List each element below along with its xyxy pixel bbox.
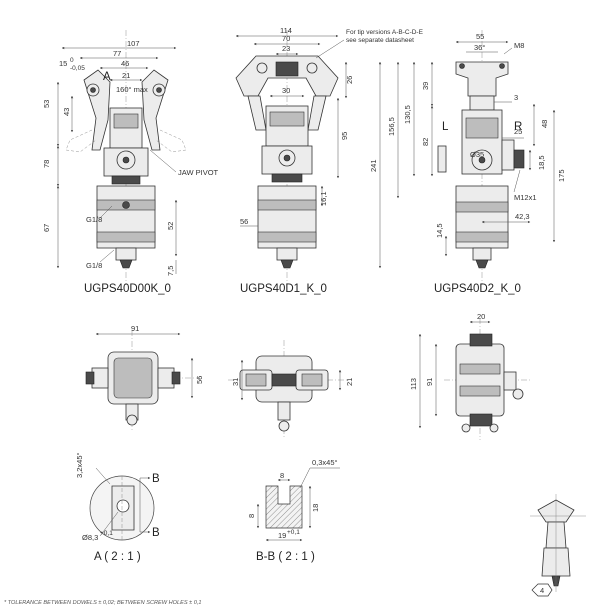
port-g18-top: G1/8 xyxy=(86,215,102,224)
dim-91-top: 91 xyxy=(131,324,139,333)
section-bb: 19 +0,1 8 8 18 0,3x45° B-B ( 2 : 1 ) xyxy=(247,458,340,563)
dim-14-5: 14,5 xyxy=(435,223,444,238)
dim-107: 107 xyxy=(127,39,140,48)
dim-156-5: 156,5 xyxy=(387,117,396,136)
top-view-2: 31 21 xyxy=(228,340,354,438)
dim-20-top: 20 xyxy=(477,312,485,321)
tolerance-footnote: * TOLERANCE BETWEEN DOWELS ± 0,02; BETWE… xyxy=(4,600,202,606)
dim-130-5: 130,5 xyxy=(403,105,412,124)
view-title-ugps40d00k: UGPS40D00K_0 xyxy=(84,283,171,295)
chamfer-3-2x45: 3,2x45° xyxy=(75,452,84,478)
section-marker-b-bottom: B xyxy=(152,527,160,539)
dim-43: 43 xyxy=(62,108,71,116)
dim-dia-35: Ø35 xyxy=(470,150,484,159)
dim-52: 52 xyxy=(166,222,175,230)
detail-a: B B 3,2x45° Ø8,3 +0,1 A ( 2 : 1 ) xyxy=(75,452,160,563)
dim-42-3: 42,3 xyxy=(515,212,530,221)
dim-15-tol: 15 xyxy=(59,59,67,68)
dim-241: 241 xyxy=(369,159,378,172)
dim-8-bb-h: 8 xyxy=(247,514,256,518)
view-title-ugps40d1k: UGPS40D1_K_0 xyxy=(240,283,327,295)
dim-56-top: 56 xyxy=(195,376,204,384)
side-label-l: L xyxy=(442,121,449,133)
dim-175: 175 xyxy=(557,169,566,182)
tip-version-note-1: For tip versions A-B-C-D-E xyxy=(346,29,424,36)
dim-55: 55 xyxy=(476,32,484,41)
detail-a-title: A ( 2 : 1 ) xyxy=(94,551,141,563)
port-g18-bottom: G1/8 xyxy=(86,261,102,270)
dim-91-top3: 91 xyxy=(425,378,434,386)
view-title-ugps40d2k: UGPS40D2_K_0 xyxy=(434,283,521,295)
page-number: 4 xyxy=(540,586,544,595)
dim-21-top: 21 xyxy=(345,378,354,386)
dim-70: 70 xyxy=(282,34,290,43)
view-ugps40d2k: 55 36° M8 39 130,5 156,5 241 82 L R 3 48… xyxy=(369,30,566,295)
tip-version-note-2: see separate datasheet xyxy=(346,37,414,44)
dim-77: 77 xyxy=(113,49,121,58)
dim-78: 78 xyxy=(42,160,51,168)
dim-25: 25 xyxy=(514,127,522,136)
dim-7-5: 7,5 xyxy=(166,266,175,276)
dim-dia-8-3-tol: +0,1 xyxy=(100,530,113,537)
dim-19-bb-tol: +0,1 xyxy=(287,529,300,536)
dim-angle: 160° max xyxy=(116,85,148,94)
thread-m8: M8 xyxy=(514,41,524,50)
dim-18-bb: 18 xyxy=(311,504,320,512)
dim-56: 56 xyxy=(240,217,248,226)
right-jaw xyxy=(141,69,169,151)
dim-15-tol-lower: -0,05 xyxy=(70,65,85,72)
dim-53: 53 xyxy=(42,100,51,108)
dim-16-1: 16,1 xyxy=(319,191,328,206)
thread-m12x1: M12x1 xyxy=(514,193,537,202)
dim-36-deg: 36° xyxy=(474,43,485,52)
dim-23: 23 xyxy=(282,44,290,53)
dim-39: 39 xyxy=(421,82,430,90)
dim-95: 95 xyxy=(340,132,349,140)
chamfer-0-3x45: 0,3x45° xyxy=(312,458,338,467)
dim-113-top: 113 xyxy=(409,378,418,390)
dim-114: 114 xyxy=(280,26,292,35)
dim-31-top: 31 xyxy=(231,378,240,386)
dim-46: 46 xyxy=(121,59,129,68)
dim-30: 30 xyxy=(282,86,290,95)
dim-26: 26 xyxy=(345,76,354,84)
section-bb-title: B-B ( 2 : 1 ) xyxy=(256,551,315,563)
section-marker-b-top: B xyxy=(152,473,160,485)
view-ugps40d00k: 107 77 46 21 15 0 -0,05 A 160° max 53 43… xyxy=(42,30,219,295)
dim-67: 67 xyxy=(42,224,51,232)
view-letter-a: A xyxy=(103,71,111,83)
side-label-r: R xyxy=(514,121,522,133)
top-view-3: 20 113 91 xyxy=(409,312,530,440)
top-view-1: 91 56 xyxy=(85,324,204,430)
dim-3: 3 xyxy=(514,93,518,102)
page-number-badge: 4 xyxy=(531,583,553,597)
dim-15-tol-upper: 0 xyxy=(70,57,74,64)
dim-48: 48 xyxy=(540,120,549,128)
isometric-thumbnail xyxy=(530,494,586,592)
dim-18-5: 18,5 xyxy=(537,155,546,170)
dim-dia-8-3: Ø8,3 xyxy=(82,533,98,542)
dim-19-bb: 19 xyxy=(278,531,286,540)
view-ugps40d1k: 114 70 23 30 26 95 56 16,1 For tip versi… xyxy=(235,26,424,295)
dim-8-bb-w: 8 xyxy=(280,471,284,480)
jaw-pivot-label: JAW PIVOT xyxy=(178,168,219,177)
dim-82: 82 xyxy=(421,138,430,146)
dim-21: 21 xyxy=(122,71,130,80)
